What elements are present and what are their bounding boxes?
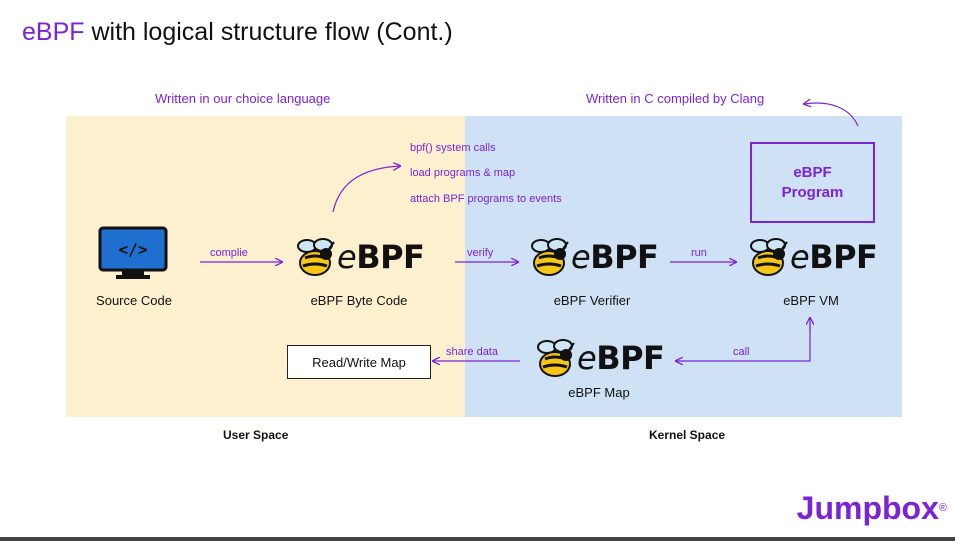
vm-label: eBPF VM: [783, 293, 839, 308]
bee-icon: [750, 238, 788, 276]
kernel-language-header: Written in C compiled by Clang: [586, 91, 765, 106]
edge-label-verify: verify: [467, 247, 494, 259]
syscall-item: bpf() system calls: [410, 142, 496, 154]
syscall-item: attach BPF programs to events: [410, 193, 562, 205]
svg-text:</>: </>: [119, 240, 148, 259]
bee-icon: [297, 238, 335, 276]
bee-icon: [537, 339, 575, 377]
kernel-space-label: Kernel Space: [649, 428, 726, 442]
arrow-clang: [804, 103, 859, 127]
edge-label-call: call: [733, 346, 750, 358]
ebpf-logo-vm: eBPF: [746, 236, 878, 278]
syscall-item: load programs & map: [410, 167, 516, 179]
user-language-header: Written in our choice language: [155, 91, 331, 106]
edge-label-run: run: [691, 247, 707, 259]
arrow-call: [676, 322, 811, 361]
ebpf-logo-verifier: eBPF: [527, 236, 659, 278]
arrow-syscalls: [332, 166, 400, 213]
verifier-label: eBPF Verifier: [553, 293, 631, 308]
bytecode-label: eBPF Byte Code: [310, 293, 408, 308]
edge-label-share: share data: [446, 346, 498, 358]
monitor-code-icon: </>: [98, 226, 168, 279]
bottom-bar: [0, 537, 955, 541]
read-write-map-box: Read/Write Map: [287, 345, 431, 379]
edge-label-compile: complie: [210, 247, 248, 259]
user-space-label: User Space: [223, 428, 289, 442]
page-title: eBPF with logical structure flow (Cont.): [22, 18, 453, 46]
ebpf-logo-map: eBPF: [533, 337, 665, 379]
map-label: eBPF Map: [568, 385, 630, 400]
bee-icon: [531, 238, 569, 276]
ebpf-logo-bytecode: eBPF: [293, 236, 425, 278]
jumpbox-logo: Jumpbox®: [796, 490, 947, 526]
source-code-label: Source Code: [96, 293, 172, 308]
